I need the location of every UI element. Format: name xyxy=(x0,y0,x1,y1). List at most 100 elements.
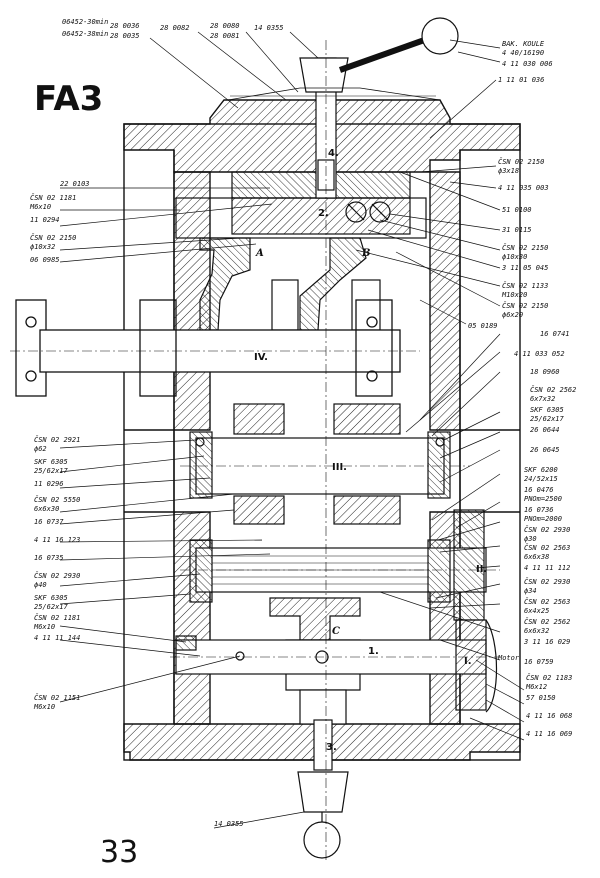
part-label: ČSN 02 2150 xyxy=(502,301,548,310)
part-label: 6x6x32 xyxy=(524,627,549,635)
part-label: ϕ30 xyxy=(524,535,537,543)
shaft-number: 1. xyxy=(368,646,379,657)
part-label: 05 0189 xyxy=(468,322,498,330)
part-label: 57 0150 xyxy=(526,694,556,702)
drawing-title: FA3 xyxy=(34,79,103,119)
part-label: 4 11 030 006 xyxy=(502,60,553,68)
part-label: 4 11 16 068 xyxy=(526,712,572,720)
part-label: ČSN 02 2563 xyxy=(524,543,570,552)
part-label: 14 0355 xyxy=(214,820,244,828)
part-label: SKF 6200 xyxy=(524,466,558,474)
part-label: 26 0644 xyxy=(530,426,560,434)
part-label: M6x10 xyxy=(33,623,55,631)
shaft-number: II. xyxy=(476,564,487,575)
part-label: 3 11 16 029 xyxy=(523,638,570,646)
part-label: ČSN 02 1181 xyxy=(34,613,80,622)
part-label: 51 0100 xyxy=(502,206,532,214)
part-label: 4 11 035 003 xyxy=(498,184,549,192)
part-label: ϕ10x30 xyxy=(502,253,527,261)
part-label: 11 0296 xyxy=(34,480,64,488)
part-label: ČSN 02 2150 xyxy=(30,233,76,242)
part-label: 16 0737 xyxy=(34,518,64,526)
part-label: 22 0103 xyxy=(60,180,90,188)
part-label: 16 0759 xyxy=(524,658,554,666)
part-label: ϕ40 xyxy=(34,581,47,589)
top-gear-block xyxy=(175,17,459,239)
part-label: 16 0476 xyxy=(524,486,554,494)
part-label: ČSN 02 1181 xyxy=(30,193,76,202)
part-label: ČSN 02 2930 xyxy=(524,577,570,586)
part-label: ČSN 02 2930 xyxy=(524,525,570,534)
part-label: Motor xyxy=(497,654,520,662)
part-label: 4 11 16 069 xyxy=(526,730,572,738)
part-label: 3 11 05 045 xyxy=(501,264,548,272)
part-label: ČSN 02 5550 xyxy=(34,495,80,504)
part-label: ČSN 02 2921 xyxy=(34,435,80,444)
part-label: 18 0960 xyxy=(530,368,560,376)
leader-lines xyxy=(59,31,525,829)
part-label: 28 0035 xyxy=(110,32,140,40)
part-label: 11 0294 xyxy=(30,216,60,224)
part-label: 4 40/16190 xyxy=(502,49,544,57)
part-label: 28 0082 xyxy=(160,24,190,32)
part-labels: 06452-30min 06452-38min 28 0036 28 0035 … xyxy=(29,18,576,828)
part-label: SKF 6305 xyxy=(34,458,68,466)
shaft-number: 2. xyxy=(318,208,329,219)
part-label: ČSN 02 1133 xyxy=(502,281,548,290)
part-label: 6x6x38 xyxy=(524,553,549,561)
shaft-number: 4. xyxy=(328,148,339,159)
shaft-I xyxy=(175,597,498,713)
part-label: ČSN 02 2562 xyxy=(524,617,570,626)
part-label: ČSN 02 2563 xyxy=(524,597,570,606)
part-label: M6x10 xyxy=(29,203,51,211)
part-letter: C xyxy=(332,626,340,637)
shaft-number: 3. xyxy=(326,742,337,753)
shaft-number: IV. xyxy=(254,352,268,363)
part-label: 16 0736 xyxy=(524,506,554,514)
part-label: 06452-30min xyxy=(62,18,108,26)
part-label: 1 11 01 036 xyxy=(498,76,544,84)
part-label: 6x4x25 xyxy=(524,607,549,615)
part-label: BAK. KOULE xyxy=(502,40,545,48)
part-label: 6x7x32 xyxy=(530,395,555,403)
bottom-shaft xyxy=(297,689,349,859)
section-labels: 4. 2. 1. 3. I. II. III. IV. A B C xyxy=(254,148,487,753)
page-number: 33 xyxy=(100,835,138,870)
part-label: 14 0355 xyxy=(254,24,284,32)
part-label: 4 11 16 123 xyxy=(34,536,80,544)
part-label: 06452-38min xyxy=(62,30,108,38)
shaft-number: III. xyxy=(332,462,347,473)
part-label: 16 0741 xyxy=(540,330,570,338)
part-label: 4 11 11 144 xyxy=(34,634,80,642)
part-label: 28 0081 xyxy=(210,32,240,40)
part-label: 6x6x30 xyxy=(34,505,59,513)
part-label: 25/62x17 xyxy=(34,603,69,611)
part-label: M10x20 xyxy=(501,291,527,299)
part-label: PNOm=2000 xyxy=(524,515,562,523)
part-label: 26 0645 xyxy=(530,446,560,454)
part-label: ČSN 02 1151 xyxy=(34,693,80,702)
part-label: 4 11 11 112 xyxy=(524,564,570,572)
part-label: ČSN 02 2562 xyxy=(530,385,576,394)
part-label: 31 0115 xyxy=(501,226,532,234)
part-label: ČSN 02 2930 xyxy=(34,571,80,580)
part-label: ČSN 02 2150 xyxy=(502,243,548,252)
part-label: ϕ3x18 xyxy=(498,167,519,175)
part-label: ϕ6x20 xyxy=(502,311,523,319)
shaft-number: I. xyxy=(464,656,472,667)
part-label: ϕ34 xyxy=(524,587,537,595)
shaft-II xyxy=(189,509,487,621)
part-label: SKF 6305 xyxy=(530,406,564,414)
part-label: 28 0080 xyxy=(210,22,240,30)
part-label: 06 0985 xyxy=(30,256,60,264)
part-label: SKF 6305 xyxy=(34,594,68,602)
part-letter: A xyxy=(255,248,264,259)
part-label: 24/52x15 xyxy=(524,475,558,483)
part-label: PNOm=2500 xyxy=(524,495,562,503)
centre-lines xyxy=(10,40,500,860)
part-label: 28 0036 xyxy=(110,22,140,30)
part-label: M6x12 xyxy=(525,683,547,691)
part-label: 25/62x17 xyxy=(34,467,69,475)
part-label: ČSN 02 2150 xyxy=(498,157,544,166)
